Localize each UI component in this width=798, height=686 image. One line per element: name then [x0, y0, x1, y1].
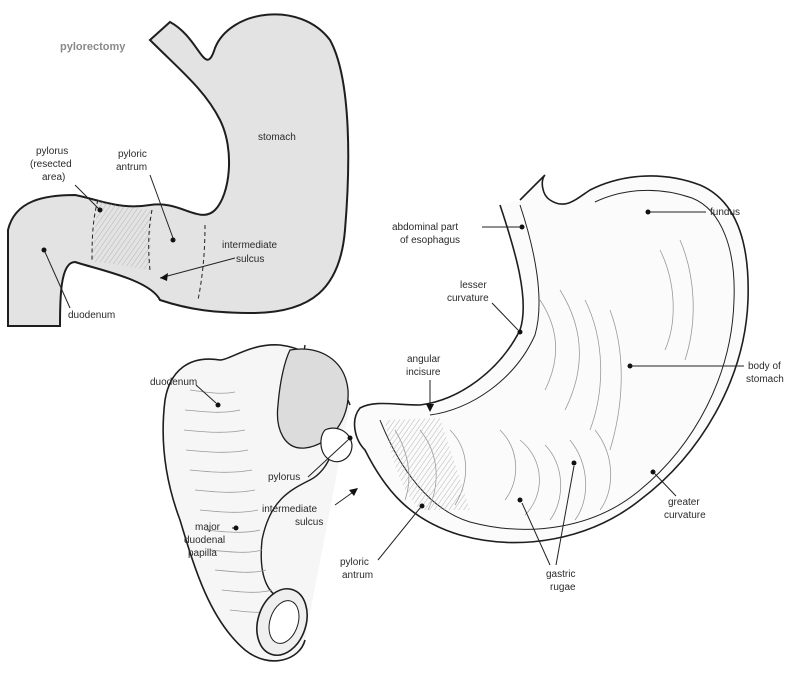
label-pyloric-antrum-2: antrum [342, 570, 373, 581]
inset-label-sulcus-1: intermediate [222, 240, 277, 251]
label-abdominal-esophagus-2: of esophagus [400, 235, 460, 246]
label-fundus: fundus [710, 207, 740, 218]
inset-label-antrum-1: pyloric [118, 149, 147, 160]
label-angular-incisure-1: angular [407, 354, 441, 365]
label-body-of-stomach-2: stomach [746, 374, 784, 385]
dot-lesser-curvature [518, 330, 523, 335]
inset-dot-duodenum [42, 248, 47, 253]
pylorus-opening [321, 428, 352, 461]
dot-greater-curvature [651, 470, 656, 475]
dot-gastric-rugae-2 [572, 461, 577, 466]
label-body-of-stomach-1: body of [748, 361, 781, 372]
label-gastric-rugae-1: gastric [546, 569, 575, 580]
label-greater-curvature-2: curvature [664, 510, 706, 521]
inset-stomach-shape [8, 14, 348, 326]
label-gastric-rugae-2: rugae [550, 582, 576, 593]
leader-lesser-curvature [492, 303, 518, 330]
inset-title: pylorectomy [60, 41, 126, 53]
inset-dot-pylorus [98, 208, 103, 213]
dot-papilla [234, 526, 239, 531]
dot-pyloric-antrum [420, 504, 425, 509]
dot-body-of-stomach [628, 364, 633, 369]
arrowhead-intermediate-sulcus [349, 488, 358, 496]
dot-gastric-rugae-1 [518, 498, 523, 503]
label-papilla-1: major [195, 522, 221, 533]
label-pylorus: pylorus [268, 472, 300, 483]
label-papilla-2: duodenal [184, 535, 225, 546]
label-lesser-curvature-1: lesser [460, 280, 487, 291]
label-lesser-curvature-2: curvature [447, 293, 489, 304]
inset-label-sulcus-2: sulcus [236, 254, 264, 265]
dot-duodenum [216, 403, 221, 408]
inset-label-pylorus-3: area) [42, 172, 65, 183]
inset-label-antrum-2: antrum [116, 162, 147, 173]
dot-pylorus [348, 436, 353, 441]
leader-pyloric-antrum [378, 508, 420, 560]
dot-abdominal-esophagus [520, 225, 525, 230]
inset-label-stomach: stomach [258, 132, 296, 143]
inset-label-duodenum: duodenum [68, 310, 115, 321]
label-pyloric-antrum-1: pyloric [340, 557, 369, 568]
pylorectomy-inset: pylorectomy stomach pylorus (resected ar… [8, 14, 348, 326]
label-papilla-3: papilla [188, 548, 217, 559]
label-abdominal-esophagus-1: abdominal part [392, 222, 458, 233]
inset-label-pylorus-1: pylorus [36, 146, 68, 157]
label-duodenum: duodenum [150, 377, 197, 388]
label-intermediate-sulcus-2: sulcus [295, 517, 323, 528]
dot-fundus [646, 210, 651, 215]
label-intermediate-sulcus-1: intermediate [262, 504, 317, 515]
inset-dot-antrum [171, 238, 176, 243]
label-angular-incisure-2: incisure [406, 367, 441, 378]
label-greater-curvature-1: greater [668, 497, 700, 508]
inset-label-pylorus-2: (resected [30, 159, 72, 170]
